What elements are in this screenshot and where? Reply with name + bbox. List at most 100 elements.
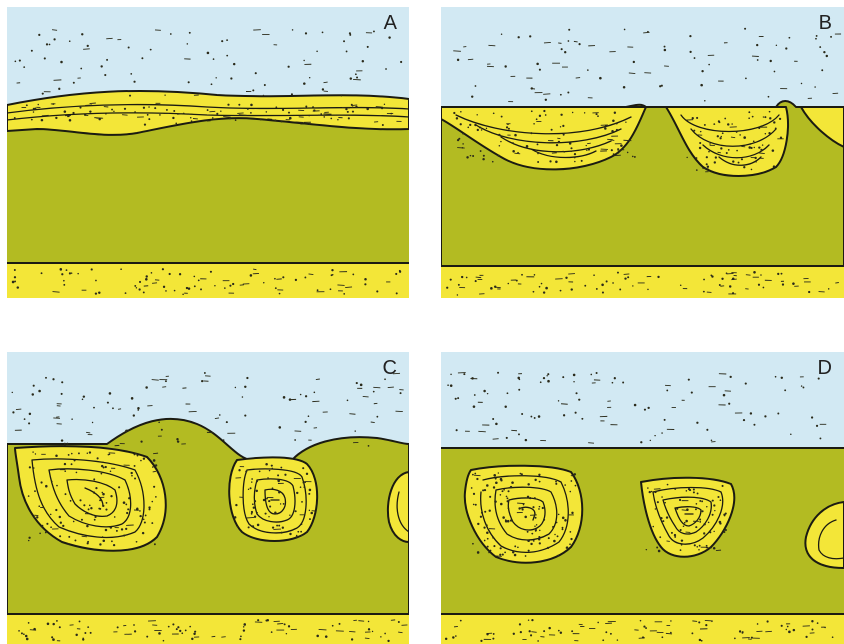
speckle <box>517 546 519 548</box>
speckle <box>352 106 353 107</box>
speckle <box>137 455 139 457</box>
speckle <box>104 74 106 76</box>
speckle <box>74 459 76 461</box>
speckle <box>165 290 167 292</box>
speckle <box>142 532 144 534</box>
speckle <box>12 411 14 413</box>
speckle <box>148 118 150 120</box>
speckle <box>574 153 576 155</box>
speckle <box>516 280 518 282</box>
speckle <box>745 383 747 385</box>
speckle <box>500 479 502 481</box>
speckle <box>689 489 691 491</box>
speckle <box>304 277 306 279</box>
speckle <box>320 113 322 115</box>
speckle <box>137 407 140 410</box>
speckle <box>309 489 312 492</box>
speckle <box>376 107 383 108</box>
speckle <box>215 418 219 419</box>
speckle <box>640 620 642 622</box>
speckle <box>64 443 66 445</box>
speckle <box>611 149 613 151</box>
speckle <box>539 286 541 288</box>
speckle <box>527 540 530 543</box>
speckle <box>691 632 693 634</box>
speckle <box>758 284 760 286</box>
speckle <box>574 156 576 158</box>
speckle <box>133 414 135 416</box>
speckle <box>504 65 506 67</box>
speckle <box>114 516 116 518</box>
speckle <box>692 117 694 119</box>
speckle <box>75 540 76 541</box>
speckle <box>268 516 269 517</box>
speckle <box>46 523 48 525</box>
speckle <box>126 512 128 514</box>
speckle <box>372 631 373 632</box>
speckle <box>162 387 166 388</box>
speckle <box>490 287 493 290</box>
speckle <box>172 117 174 119</box>
speckle <box>84 114 86 116</box>
speckle <box>445 638 447 640</box>
speckle <box>150 49 152 51</box>
speckle <box>128 497 130 499</box>
speckle <box>713 531 714 532</box>
speckle <box>714 510 715 511</box>
speckle <box>303 60 304 61</box>
speckle <box>269 470 270 471</box>
speckle <box>300 394 302 396</box>
speckle <box>617 148 619 150</box>
speckle <box>251 481 252 482</box>
speckle <box>78 452 80 454</box>
speckle <box>350 77 352 79</box>
speckle <box>112 407 114 409</box>
speckle <box>601 284 604 287</box>
speckle <box>805 636 807 638</box>
speckle <box>71 272 73 274</box>
speckle <box>277 623 283 624</box>
speckle <box>681 544 683 546</box>
speckle <box>811 620 813 622</box>
speckle <box>586 145 587 146</box>
speckle <box>267 119 272 120</box>
speckle <box>738 162 740 164</box>
speckle <box>703 523 705 525</box>
speckle <box>629 73 635 74</box>
speckle <box>773 165 775 167</box>
speckle <box>127 508 129 510</box>
speckle <box>503 489 505 491</box>
speckle <box>455 635 457 637</box>
speckle <box>533 123 535 125</box>
speckle <box>246 377 248 379</box>
speckle <box>69 119 72 122</box>
speckle <box>143 107 145 109</box>
speckle <box>688 379 690 381</box>
speckle <box>545 99 547 101</box>
speckle <box>498 472 499 473</box>
speckle <box>141 57 143 59</box>
speckle <box>643 625 645 627</box>
speckle <box>153 459 156 462</box>
speckle <box>229 285 231 287</box>
speckle <box>547 547 549 549</box>
speckle <box>714 161 716 163</box>
speckle <box>514 134 517 137</box>
speckle <box>301 501 303 503</box>
speckle <box>300 486 302 488</box>
speckle <box>460 620 462 622</box>
speckle <box>19 60 21 62</box>
speckle <box>450 384 453 387</box>
speckle <box>538 538 540 540</box>
speckle <box>68 115 70 117</box>
speckle <box>476 478 478 480</box>
speckle <box>769 117 771 119</box>
speckle <box>657 276 659 278</box>
speckle <box>105 113 107 115</box>
speckle <box>102 461 104 463</box>
speckle <box>90 507 92 509</box>
speckle <box>728 149 730 151</box>
speckle <box>330 118 332 120</box>
speckle <box>632 156 634 158</box>
speckle <box>337 285 344 286</box>
